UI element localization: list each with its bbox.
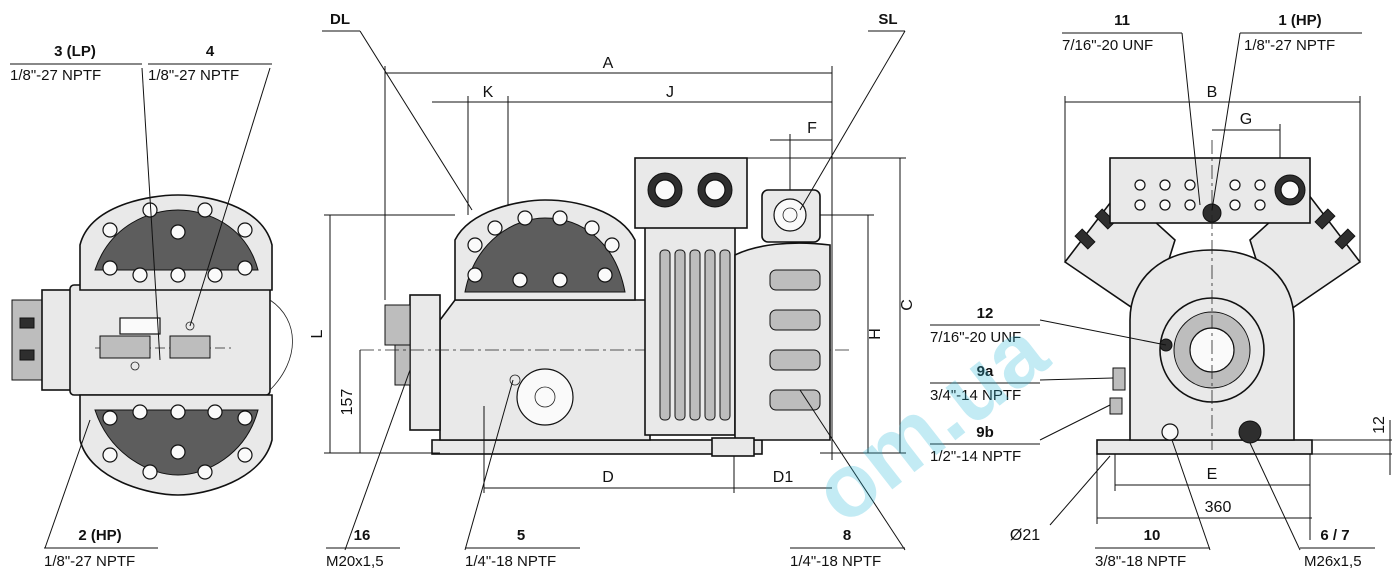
callout-10: 10 3/8"-18 NPTF (1095, 527, 1210, 570)
dim-d1: D1 (773, 469, 794, 486)
callout-spec: 1/4"-18 NPTF (790, 553, 881, 570)
callout-spec: 3/4"-14 NPTF (930, 387, 1021, 404)
dim-e: E (1207, 466, 1218, 483)
dim-h: H (867, 328, 884, 340)
callout-spec: 1/8"-27 NPTF (44, 553, 135, 570)
callout-number: 11 (1114, 12, 1130, 29)
dim-k: K (483, 84, 494, 101)
callout-3-lp: 3 (LP) 1/8"-27 NPTF (10, 43, 142, 84)
side-view (344, 30, 906, 551)
callout-number: 4 (206, 43, 215, 60)
dim-l: L (309, 329, 326, 338)
callout-number: 12 (977, 305, 994, 322)
callout-spec: M26x1,5 (1304, 553, 1362, 570)
callout-12: 12 7/16"-20 UNF (930, 305, 1040, 346)
dim-j: J (666, 84, 674, 101)
dim-dia21: Ø21 (1010, 527, 1040, 544)
dim-c: C (899, 299, 916, 311)
callout-9a: 9a 3/4"-14 NPTF (930, 363, 1040, 404)
dim-157: 157 (339, 389, 356, 416)
callout-11: 11 7/16"-20 UNF (1062, 12, 1182, 54)
callout-number: SL (878, 11, 897, 28)
callout-number: 3 (LP) (54, 43, 96, 60)
callout-number: 8 (843, 527, 851, 544)
dim-12: 12 (1371, 416, 1388, 434)
callout-spec: 1/2"-14 NPTF (930, 448, 1021, 465)
callout-spec: 1/8"-27 NPTF (1244, 37, 1335, 54)
callout-spec: 1/8"-27 NPTF (148, 67, 239, 84)
callout-number: 5 (517, 527, 525, 544)
callout-number: 9b (976, 424, 994, 441)
callout-spec: 7/16"-20 UNF (930, 329, 1021, 346)
callout-1-hp: 1 (HP) 1/8"-27 NPTF (1240, 12, 1362, 54)
dim-a: A (603, 55, 614, 72)
callout-spec: 3/8"-18 NPTF (1095, 553, 1186, 570)
dimension-lines-end: B G E 360 12 Ø21 (1010, 84, 1392, 544)
callout-number: 6 / 7 (1320, 527, 1349, 544)
callout-number: 1 (HP) (1278, 12, 1321, 29)
callout-spec: 7/16"-20 UNF (1062, 37, 1153, 54)
callout-2-hp: 2 (HP) 1/8"-27 NPTF (44, 527, 158, 570)
callout-number: 9a (977, 363, 994, 380)
callout-number: 16 (354, 527, 371, 544)
callout-dl: DL (322, 11, 360, 32)
dim-b: B (1207, 84, 1218, 101)
dim-360: 360 (1205, 499, 1232, 516)
callout-4: 4 1/8"-27 NPTF (148, 43, 272, 84)
callout-spec: 1/8"-27 NPTF (10, 67, 101, 84)
dim-g: G (1240, 111, 1252, 128)
callout-6-7: 6 / 7 M26x1,5 (1300, 527, 1375, 570)
callout-number: 2 (HP) (78, 527, 121, 544)
dimension-lines-side: A K J F C H L 157 D D1 (309, 55, 916, 493)
callout-5: 5 1/4"-18 NPTF (465, 527, 580, 570)
top-view (11, 67, 293, 549)
callout-sl: SL (868, 11, 905, 32)
dim-d: D (602, 469, 614, 486)
callout-16: 16 M20x1,5 (326, 527, 400, 570)
dim-f: F (807, 120, 817, 137)
callout-number: DL (330, 11, 350, 28)
callout-spec: M20x1,5 (326, 553, 384, 570)
callout-number: 10 (1144, 527, 1161, 544)
callout-9b: 9b 1/2"-14 NPTF (930, 424, 1040, 465)
callout-8: 8 1/4"-18 NPTF (790, 527, 905, 570)
end-view (1039, 32, 1362, 551)
callout-spec: 1/4"-18 NPTF (465, 553, 556, 570)
